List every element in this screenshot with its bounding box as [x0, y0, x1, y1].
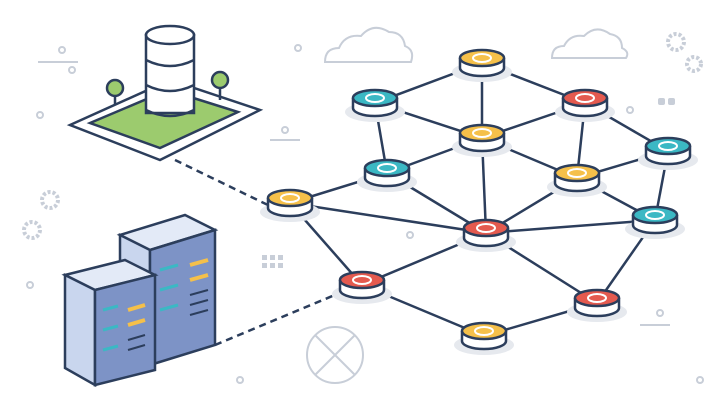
cloud-icon: [550, 28, 629, 59]
network-node-yellow: [454, 321, 514, 355]
network-node-red: [456, 218, 516, 252]
gear-icon: [666, 32, 686, 52]
network-node-teal: [357, 158, 417, 192]
gear-icon: [685, 55, 703, 73]
network-node-teal: [625, 205, 685, 239]
network-node-teal: [345, 88, 405, 122]
dashed-connectors: [174, 158, 343, 347]
network-node-yellow: [452, 123, 512, 157]
network-node-yellow: [260, 188, 320, 222]
network-node-red: [567, 288, 627, 322]
network-node-red: [332, 270, 392, 304]
dot-grid-decorations: [262, 98, 675, 268]
x-circle-icon: [314, 334, 356, 376]
gear-icon: [40, 190, 60, 210]
network-node-yellow: [547, 163, 607, 197]
network-node-red: [555, 88, 615, 122]
server-racks: [61, 213, 219, 388]
network-node-teal: [638, 136, 698, 170]
network-edge: [289, 201, 487, 235]
network-edge: [485, 218, 656, 235]
cloud-icon: [323, 26, 414, 63]
database-platform: [66, 24, 264, 162]
network-nodes: [260, 48, 698, 355]
background-decorations: [22, 26, 704, 384]
x-circle-icon: [306, 326, 364, 384]
network-node-yellow: [452, 48, 512, 82]
gear-icon: [22, 220, 42, 240]
